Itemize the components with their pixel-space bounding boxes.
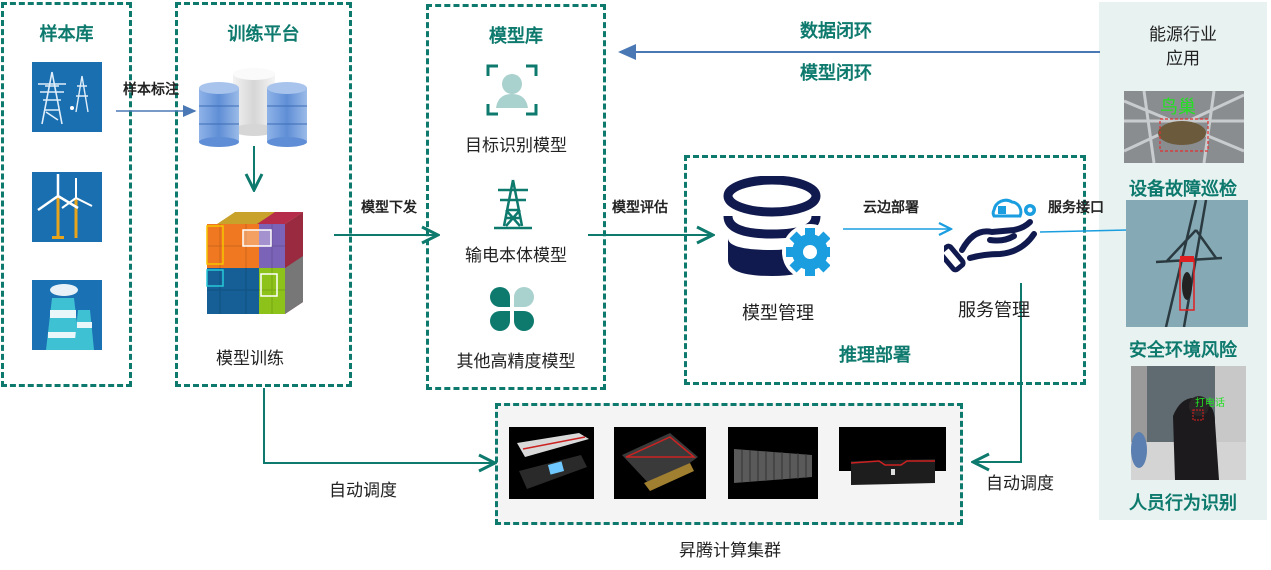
- model-training-label: 模型训练: [216, 349, 284, 369]
- flow-label-auto-schedule-left: 自动调度: [329, 481, 397, 501]
- compute-cluster-label: 昇腾计算集群: [679, 541, 781, 561]
- model-item-label: 输电本体模型: [465, 246, 567, 266]
- flow-label-data-loop: 数据闭环: [800, 21, 872, 42]
- sample-tile-wind: [32, 172, 102, 242]
- application-photo: 鸟巢: [1124, 91, 1244, 163]
- flow-label-model-loop: 模型闭环: [800, 63, 872, 84]
- sample-tile-tower: [32, 62, 102, 132]
- service-interface-line: [1039, 229, 1129, 233]
- service-management-label: 服务管理: [958, 300, 1030, 321]
- server-rack-icon: [734, 449, 812, 483]
- application-label: 安全环境风险: [1129, 340, 1237, 361]
- auto-schedule-left-arrow: [263, 388, 495, 463]
- inference-deployment-box: [684, 155, 1086, 385]
- database-gear-icon: [723, 176, 830, 276]
- flow-label-cloud-edge-deployment: 云边部署: [863, 200, 919, 216]
- application-label: 设备故障巡检: [1129, 179, 1237, 200]
- server-chassis-icon: [839, 459, 946, 499]
- hand-cloud-icon: [944, 198, 1037, 273]
- power-plant-cooling-tower-icon: [46, 284, 94, 350]
- flow-label-sample-annotation: 样本标注: [123, 82, 179, 98]
- detection-tag: 打电话: [1195, 398, 1225, 409]
- training-platform-title: 训练平台: [227, 24, 300, 45]
- model-library-title: 模型库: [489, 26, 543, 47]
- energy-applications-title-line2: 应用: [1166, 49, 1200, 69]
- compute-device: [728, 427, 818, 499]
- face-recognition-icon: [486, 64, 538, 116]
- clover-icon: [490, 287, 534, 331]
- model-library-box: [426, 4, 606, 390]
- tower-climbing-risk-image: [1155, 200, 1223, 327]
- application-photo: 打电话: [1131, 366, 1246, 480]
- flow-label-auto-schedule-right: 自动调度: [986, 474, 1054, 494]
- compute-device: [839, 427, 946, 499]
- inference-deployment-title: 推理部署: [839, 345, 911, 366]
- model-item-label: 目标识别模型: [465, 136, 567, 156]
- sample-library-title: 样本库: [39, 24, 94, 45]
- model-item-label: 其他高精度模型: [456, 352, 576, 372]
- auto-schedule-right-arrow: [973, 283, 1022, 462]
- energy-applications-title-line1: 能源行业: [1149, 25, 1217, 45]
- accelerator-card-exploded-icon: [517, 433, 589, 489]
- sample-tile-power-plant: [32, 280, 102, 350]
- training-platform-box: [175, 2, 352, 387]
- transmission-tower-icon: [38, 71, 89, 125]
- application-label: 人员行为识别: [1129, 493, 1237, 514]
- flow-label-model-distribution: 模型下发: [361, 200, 417, 216]
- compute-device: [614, 427, 706, 499]
- sample-library-box: [1, 2, 132, 387]
- flow-label-model-evaluation: 模型评估: [612, 200, 668, 216]
- database-stack-icon: [199, 68, 307, 147]
- accelerator-card-icon: [622, 433, 698, 491]
- detection-tag: 鸟巢: [1160, 97, 1196, 118]
- data-cube-icon: [206, 212, 303, 314]
- phone-call-detection-image: [1131, 366, 1246, 480]
- application-photo: [1126, 200, 1248, 327]
- transmission-tower-icon: [494, 179, 532, 230]
- model-management-label: 模型管理: [742, 303, 814, 324]
- wind-turbine-icon: [37, 174, 93, 239]
- compute-device: [509, 427, 594, 499]
- flow-label-service-interface: 服务接口: [1048, 200, 1104, 216]
- bird-nest-detection-image: [1124, 91, 1244, 163]
